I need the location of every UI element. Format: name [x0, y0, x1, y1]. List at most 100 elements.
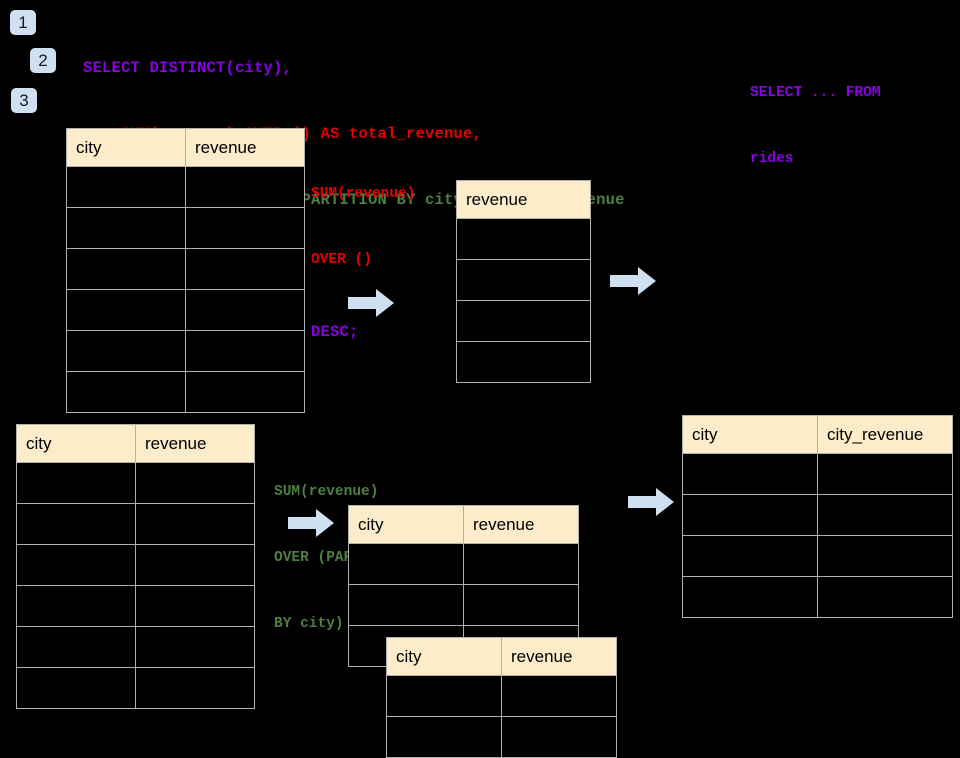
table-row[interactable]: [66, 330, 305, 372]
table-row[interactable]: [16, 462, 255, 504]
step-badge-1[interactable]: 1: [10, 10, 36, 35]
table-row[interactable]: [66, 248, 305, 290]
table-row[interactable]: [348, 543, 579, 585]
column-header-revenue: revenue: [456, 180, 591, 219]
column-header-revenue: revenue: [185, 128, 305, 167]
cell-city: [66, 330, 186, 372]
arrow-total-to-result: [610, 266, 656, 296]
table-row[interactable]: [456, 218, 591, 260]
table-row[interactable]: [682, 535, 953, 577]
table-header-row: city revenue: [66, 128, 305, 167]
cell-city-revenue: [817, 453, 953, 495]
final-result-table[interactable]: city city_revenue: [682, 415, 953, 618]
table-row[interactable]: [386, 675, 617, 717]
cell-revenue: [501, 675, 617, 717]
table-row[interactable]: [456, 300, 591, 342]
table-row[interactable]: [456, 259, 591, 301]
cell-city: [348, 584, 464, 626]
table-row[interactable]: [16, 667, 255, 709]
table-row[interactable]: [16, 626, 255, 668]
cell-revenue: [135, 544, 255, 586]
cell-revenue: [135, 667, 255, 709]
cell-city: [16, 667, 136, 709]
cell-revenue: [135, 585, 255, 627]
cell-revenue: [463, 584, 579, 626]
cell-city: [16, 503, 136, 545]
cell-city-revenue: [817, 576, 953, 618]
annotation-over-partition: SUM(revenue) OVER (PARTITION BY city): [274, 437, 405, 679]
table-row[interactable]: [16, 503, 255, 545]
step-badge-3[interactable]: 3: [11, 88, 37, 113]
arrow-rides-to-partition: [288, 508, 334, 538]
total-revenue-table[interactable]: revenue: [456, 180, 591, 383]
cell-city: [66, 166, 186, 208]
table-row[interactable]: [16, 544, 255, 586]
table-row[interactable]: [386, 716, 617, 758]
table-header-row: revenue: [456, 180, 591, 219]
table-row[interactable]: [66, 371, 305, 413]
cell-revenue: [185, 371, 305, 413]
cell-revenue: [456, 218, 591, 260]
step-badge-2[interactable]: 2: [30, 48, 56, 73]
cell-revenue: [135, 462, 255, 504]
annotation-over-partition-line-3: BY city): [274, 616, 344, 632]
cell-revenue: [456, 300, 591, 342]
column-header-revenue: revenue: [463, 505, 579, 544]
cell-revenue: [185, 289, 305, 331]
table-row[interactable]: [66, 166, 305, 208]
cell-city: [16, 462, 136, 504]
table-row[interactable]: [682, 494, 953, 536]
table-row[interactable]: [682, 453, 953, 495]
column-header-city: city: [682, 415, 818, 454]
arrow-partition-to-result: [628, 487, 674, 517]
table-header-row: city revenue: [386, 637, 617, 676]
table-row[interactable]: [16, 585, 255, 627]
cell-city: [348, 543, 464, 585]
column-header-city: city: [66, 128, 186, 167]
table-header-row: city revenue: [16, 424, 255, 463]
column-header-city: city: [348, 505, 464, 544]
cell-city: [66, 207, 186, 249]
cell-revenue: [185, 248, 305, 290]
cell-city: [66, 248, 186, 290]
column-header-revenue: revenue: [501, 637, 617, 676]
annotation-source-query-line-1: SELECT ... FROM: [750, 85, 881, 101]
table-row[interactable]: [66, 289, 305, 331]
table-row[interactable]: [456, 341, 591, 383]
column-header-city: city: [386, 637, 502, 676]
cell-city: [16, 544, 136, 586]
cell-city: [16, 585, 136, 627]
annotation-source-query-line-2: rides: [750, 151, 794, 167]
table-header-row: city city_revenue: [682, 415, 953, 454]
cell-city: [16, 626, 136, 668]
column-header-city: city: [16, 424, 136, 463]
sql-line-1: SELECT DISTINCT(city),: [83, 59, 293, 77]
cell-city: [682, 535, 818, 577]
table-row[interactable]: [682, 576, 953, 618]
table-row[interactable]: [66, 207, 305, 249]
cell-revenue: [185, 207, 305, 249]
cell-city: [66, 371, 186, 413]
annotation-source-query: SELECT ... FROM rides: [750, 38, 881, 214]
cell-city: [682, 453, 818, 495]
cell-revenue: [185, 166, 305, 208]
partition-group-table-front[interactable]: city revenue: [386, 637, 617, 758]
table-row[interactable]: [348, 584, 579, 626]
cell-revenue: [463, 543, 579, 585]
cell-revenue: [185, 330, 305, 372]
annotation-over-empty-line-2: OVER (): [311, 252, 372, 268]
cell-city: [66, 289, 186, 331]
cell-revenue: [501, 716, 617, 758]
cell-revenue: [135, 503, 255, 545]
cell-city-revenue: [817, 535, 953, 577]
cell-city: [682, 576, 818, 618]
annotation-over-empty-line-1: SUM(revenue): [311, 186, 416, 202]
column-header-revenue: revenue: [135, 424, 255, 463]
cell-revenue: [456, 259, 591, 301]
rides-source-table-bottom[interactable]: city revenue: [16, 424, 255, 709]
rides-source-table-top[interactable]: city revenue: [66, 128, 305, 413]
arrow-rides-to-total: [348, 288, 394, 318]
table-header-row: city revenue: [348, 505, 579, 544]
diagram-canvas: 1 2 3 SELECT DISTINCT(city), SUM(revenue…: [10, 10, 953, 758]
cell-city-revenue: [817, 494, 953, 536]
